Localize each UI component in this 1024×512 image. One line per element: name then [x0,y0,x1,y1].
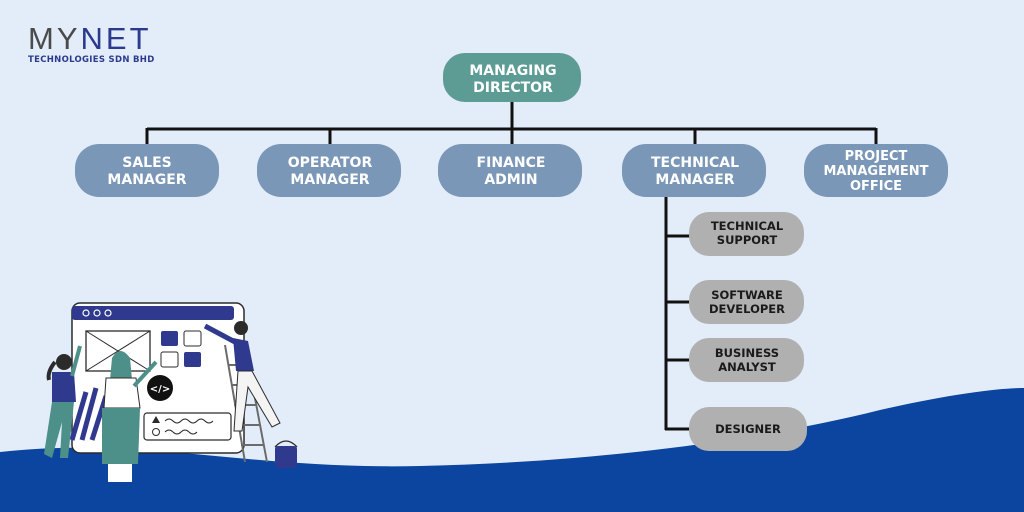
node-designer-shape [689,407,807,451]
node-software-developer-line1: SOFTWARE [711,288,783,302]
logo-subtitle: TECHNOLOGIES SDN BHD [28,55,155,65]
code-icon-glyph: </> [150,384,170,395]
person-hijab [102,351,158,482]
check-circle-icon [152,428,160,436]
node-technical-support-shape [689,212,804,256]
logo-wordmark: MYNET [28,21,155,56]
node-pmo-shape [804,144,948,197]
node-managing-director-shape [443,53,581,102]
node-software-developer-line2: DEVELOPER [709,302,785,316]
node-operator-manager-line1: OPERATOR [288,155,373,171]
ui-tile [184,352,201,367]
node-finance-admin-shape [438,144,582,197]
node-technical-manager-line1: TECHNICAL [651,155,739,171]
code-icon [147,375,173,401]
node-business-analyst: BUSINESS ANALYST [689,338,804,382]
node-managing-director-line2: DIRECTOR [473,80,553,96]
node-project-management-office: PROJECT MANAGEMENT OFFICE [804,144,948,197]
node-managing-director-line1: MANAGING [469,63,556,79]
warning-icon [152,416,160,423]
node-business-analyst-shape [689,338,804,382]
board-dot-icon [93,309,101,317]
node-pmo-line1: PROJECT [845,149,908,164]
node-technical-manager-line2: MANAGER [655,172,734,188]
logo-brand-net: NET [80,21,152,56]
node-operator-manager-shape [257,144,401,197]
team-illustration: </> [44,302,298,482]
node-managing-director: MANAGING DIRECTOR [443,53,581,102]
ui-tile [160,351,179,368]
person-on-ladder [203,321,281,432]
node-sales-manager-shape [75,144,219,197]
node-pmo-line2: MANAGEMENT [823,164,928,179]
logo-brand-my: MY [28,21,81,56]
node-technical-manager: TECHNICAL MANAGER [622,144,766,197]
connectors [145,100,878,431]
ui-tile [161,331,178,346]
node-designer: DESIGNER [689,407,807,451]
node-technical-support-line1: TECHNICAL [711,219,784,233]
company-logo: MYNET TECHNOLOGIES SDN BHD [28,21,155,65]
node-business-analyst-line2: ANALYST [718,360,776,374]
node-sales-manager-line1: SALES [122,155,172,171]
board-dot-icon [104,309,112,317]
board-header [72,306,234,320]
node-finance-admin-line2: ADMIN [484,172,537,188]
bottom-wave [0,388,1024,512]
node-software-developer: SOFTWARE DEVELOPER [689,280,804,324]
squiggle-line [164,429,198,435]
ui-tile [183,330,202,347]
board-dot-icon [82,309,90,317]
node-finance-admin: FINANCE ADMIN [438,144,582,197]
checklist-card [143,412,232,441]
node-business-analyst-line1: BUSINESS [715,346,779,360]
node-software-developer-shape [689,280,804,324]
node-technical-support-line2: SUPPORT [717,233,778,247]
node-sales-manager: SALES MANAGER [75,144,219,197]
node-technical-support: TECHNICAL SUPPORT [689,212,804,256]
node-sales-manager-line2: MANAGER [107,172,186,188]
paint-bucket [275,446,297,468]
bars-graphic [69,387,109,441]
person-ponytail [44,345,82,458]
node-pmo-line3: OFFICE [850,179,902,194]
image-placeholder-cross [85,330,151,372]
node-operator-manager-line2: MANAGER [290,172,369,188]
paint-bucket-handle [274,440,298,448]
node-operator-manager: OPERATOR MANAGER [257,144,401,197]
node-technical-manager-shape [622,144,766,197]
node-designer-line1: DESIGNER [715,422,781,436]
node-finance-admin-line1: FINANCE [477,155,546,171]
squiggle-line [164,418,214,424]
